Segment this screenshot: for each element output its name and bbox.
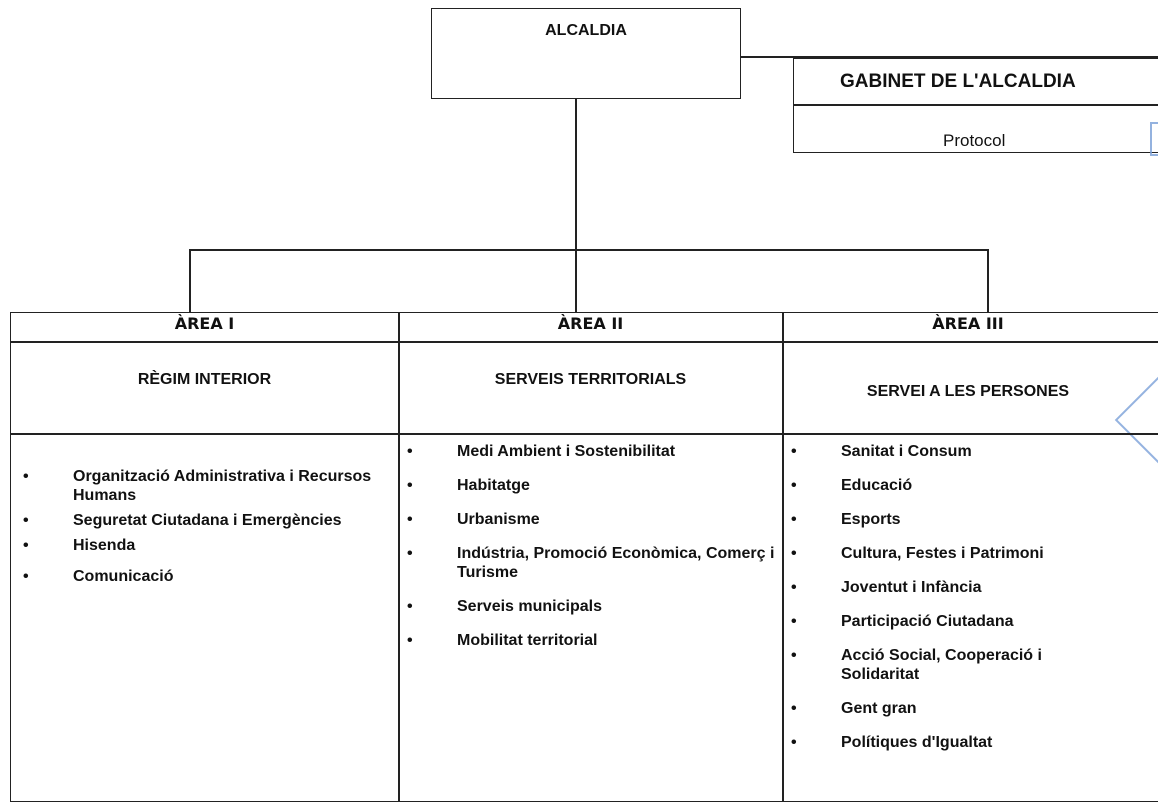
list-item: Organització Administrativa i Recursos H… [23, 467, 383, 505]
column-divider-2 [782, 313, 784, 801]
list-item-label: Gent gran [841, 700, 917, 717]
area1-subtitle: RÈGIM INTERIOR [137, 371, 272, 388]
list-item-label: Mobilitat territorial [457, 632, 598, 649]
list-item: Urbanisme [407, 510, 777, 529]
area1-drop-connector [189, 249, 191, 312]
list-item-label: Seguretat Ciutadana i Emergències [73, 512, 342, 529]
list-item-label: Medi Ambient i Sostenibilitat [457, 443, 676, 460]
area2-header: ÀREA II [557, 314, 624, 333]
alcaldia-down-connector [575, 99, 577, 312]
list-item-label: Polítiques d'Igualtat [841, 734, 993, 751]
list-item-label: Joventut i Infància [841, 579, 982, 596]
subtitle-row-divider [11, 433, 1158, 435]
list-item-label: Esports [841, 511, 901, 528]
column-divider-1 [398, 313, 400, 801]
gabinet-title: GABINET DE L'ALCALDIA [840, 71, 1076, 92]
list-item: Seguretat Ciutadana i Emergències [23, 511, 383, 530]
list-item-label: Sanitat i Consum [841, 443, 972, 460]
list-item-label: Acció Social, Cooperació i Solidaritat [841, 647, 1042, 683]
areas-horizontal-connector [189, 249, 988, 251]
list-item-label: Cultura, Festes i Patrimoni [841, 545, 1044, 562]
list-item: Participació Ciutadana [791, 612, 1157, 631]
header-row-divider [11, 341, 1158, 343]
list-item-label: Educació [841, 477, 913, 494]
list-item: Sanitat i Consum [791, 442, 1157, 461]
areas-table: ÀREA I RÈGIM INTERIOR Organització Admin… [10, 312, 1158, 802]
alcaldia-gabinet-connector [741, 56, 793, 58]
area3-drop-connector [987, 249, 989, 312]
list-item: Indústria, Promoció Econòmica, Comerç i … [407, 544, 777, 582]
list-item: Habitatge [407, 476, 777, 495]
list-item: Serveis municipals [407, 597, 777, 616]
list-item: Mobilitat territorial [407, 631, 777, 650]
list-item: Gent gran [791, 699, 1157, 718]
list-item: Joventut i Infància [791, 578, 1157, 597]
list-item-label: Comunicació [73, 568, 174, 585]
list-item-label: Participació Ciutadana [841, 613, 1014, 630]
list-item: Acció Social, Cooperació i Solidaritat [791, 646, 1157, 684]
list-item-label: Organització Administrativa i Recursos H… [73, 468, 372, 504]
list-item-label: Hisenda [73, 537, 136, 554]
area3-list: Sanitat i Consum Educació Esports Cultur… [791, 442, 1157, 752]
gabinet-top-extension [793, 56, 1158, 58]
gabinet-box [793, 58, 1158, 153]
list-item-label: Habitatge [457, 477, 530, 494]
alcaldia-title: ALCALDIA [545, 22, 627, 39]
list-item: Comunicació [23, 567, 383, 586]
list-item-label: Indústria, Promoció Econòmica, Comerç i … [457, 545, 775, 581]
gabinet-divider [794, 104, 1158, 106]
area2-list: Medi Ambient i Sostenibilitat Habitatge … [407, 442, 777, 650]
list-item-label: Urbanisme [457, 511, 540, 528]
area3-subtitle: SERVEI A LES PERSONES [866, 383, 1070, 400]
area1-header: ÀREA I [174, 314, 235, 333]
list-item-label: Serveis municipals [457, 598, 602, 615]
list-item: Esports [791, 510, 1157, 529]
list-item: Medi Ambient i Sostenibilitat [407, 442, 777, 461]
stamp-fragment-top [1150, 122, 1158, 156]
list-item: Hisenda [23, 536, 383, 555]
list-item: Cultura, Festes i Patrimoni [791, 544, 1157, 563]
area2-subtitle: SERVEIS TERRITORIALS [494, 371, 687, 388]
list-item: Polítiques d'Igualtat [791, 733, 1157, 752]
list-item: Educació [791, 476, 1157, 495]
gabinet-subtitle: Protocol [943, 131, 1006, 149]
area3-header: ÀREA III [932, 314, 1004, 333]
alcaldia-box [431, 8, 741, 99]
area1-list: Organització Administrativa i Recursos H… [23, 467, 383, 586]
